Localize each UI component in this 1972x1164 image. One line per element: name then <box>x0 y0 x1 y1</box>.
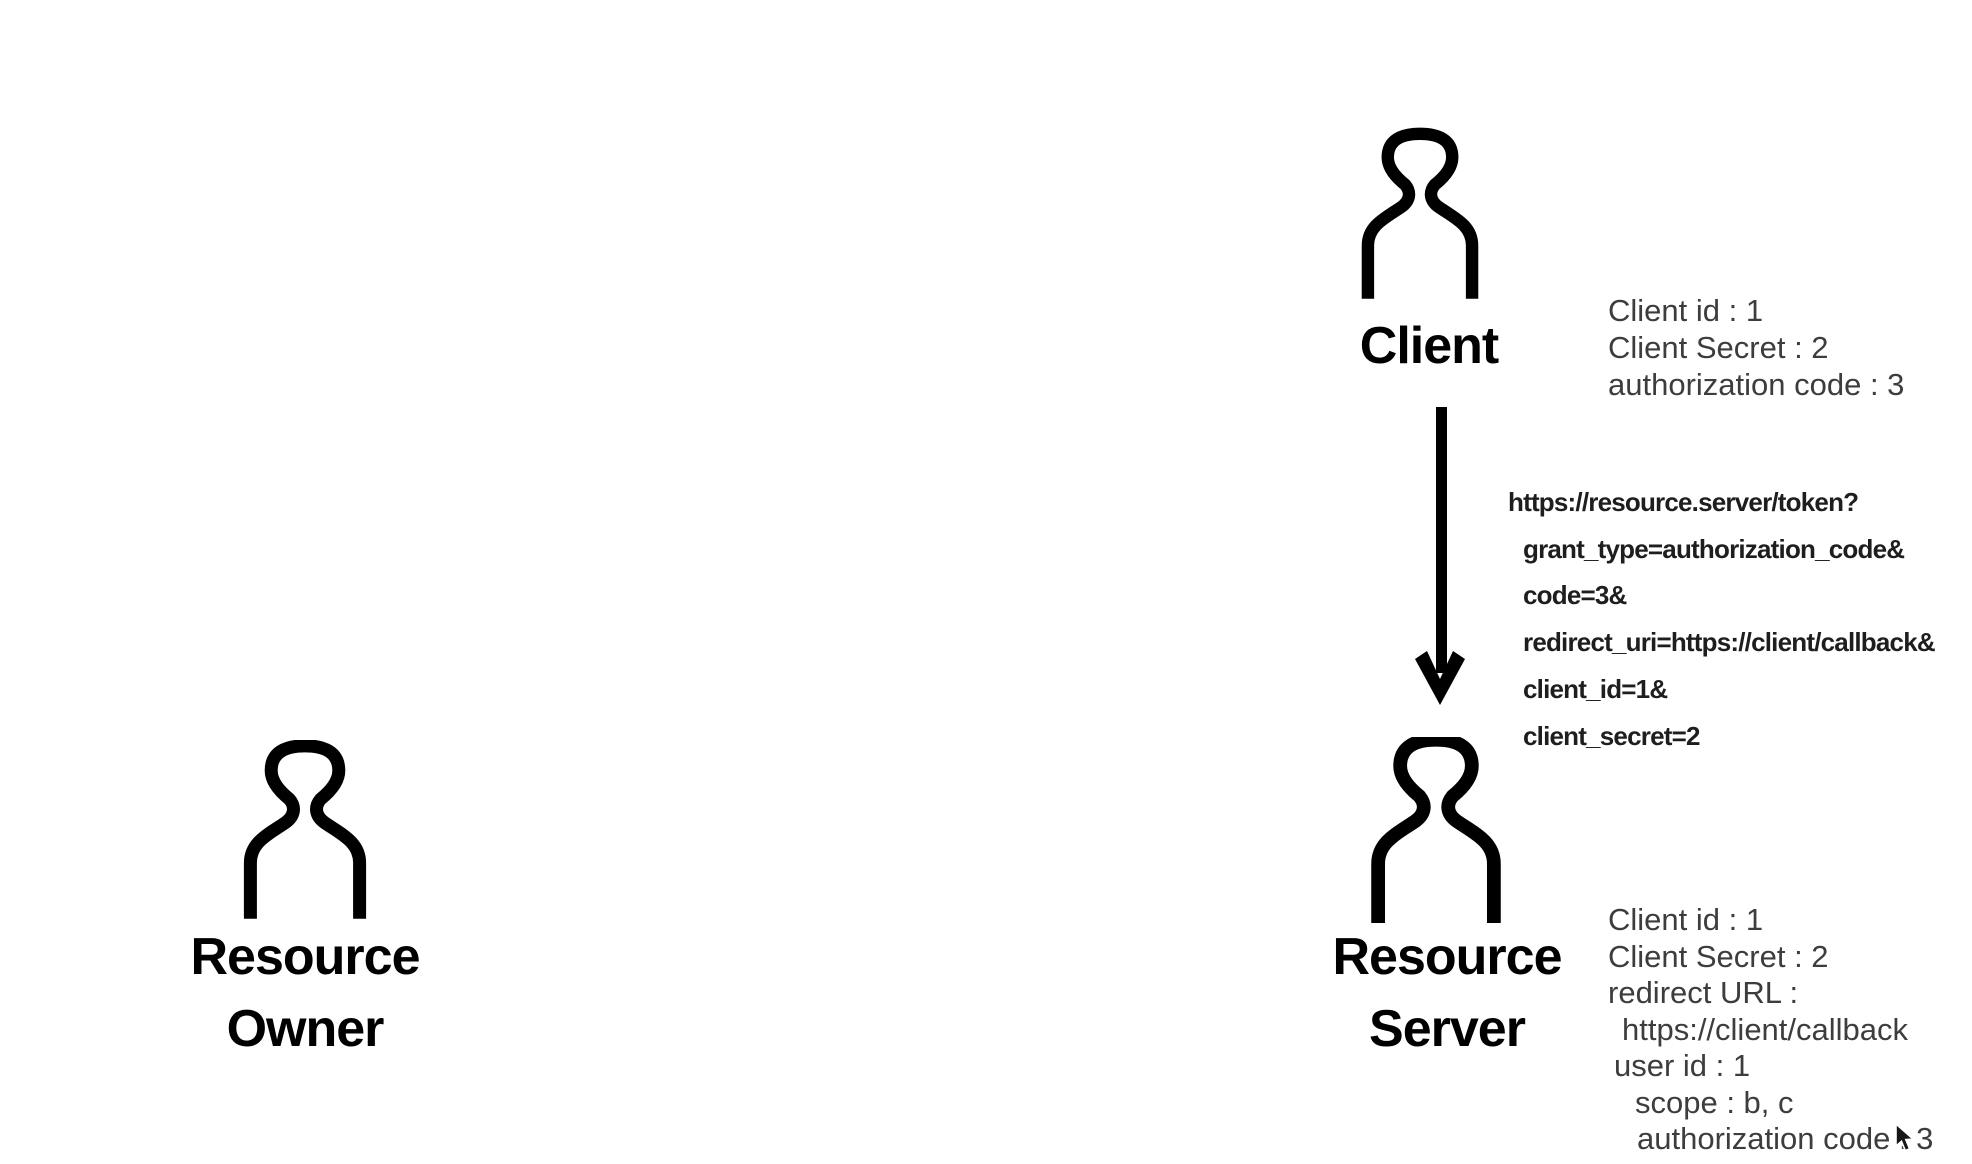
resource-server-label-line1: Resource <box>1332 928 1563 986</box>
resource-owner-label-line1: Resource <box>190 928 421 986</box>
resource-server-records: Client id : 1 Client Secret : 2 redirect… <box>1608 902 1933 1158</box>
request-line-code: code=3& <box>1523 580 1627 611</box>
request-line-client-id: client_id=1& <box>1523 673 1668 704</box>
client-secret-text: Client Secret : 2 <box>1608 330 1829 365</box>
resource-server-label-line2: Server <box>1369 1000 1526 1058</box>
resource-owner-person-icon <box>240 740 370 922</box>
resource-server-label: Resource Server <box>1297 921 1597 1065</box>
mouse-cursor-icon <box>1893 1122 1919 1159</box>
client-label: Client <box>1359 317 1499 375</box>
resource-owner-label-line2: Owner <box>226 1000 385 1058</box>
client-person-icon <box>1358 121 1482 309</box>
resource-server-person-icon <box>1367 737 1505 923</box>
resource-owner-label: Resource Owner <box>155 921 455 1065</box>
request-line-client-secret: client_secret=2 <box>1523 720 1700 751</box>
rs-client-id-text: Client id : 1 <box>1608 902 1764 937</box>
request-line-url: https://resource.server/token? <box>1508 487 1859 517</box>
client-auth-code-text: authorization code : 3 <box>1608 367 1905 402</box>
rs-client-secret-text: Client Secret : 2 <box>1608 938 1829 974</box>
down-arrow-icon <box>1413 407 1467 712</box>
rs-scope-text: scope : b, c <box>1635 1084 1794 1120</box>
request-line-grant-type: grant_type=authorization_code& <box>1523 533 1905 564</box>
request-line-redirect-uri: redirect_uri=https://client/callback& <box>1523 627 1936 658</box>
rs-redirect-url-label: redirect URL : <box>1608 975 1799 1010</box>
rs-redirect-url-value: https://client/callback <box>1622 1011 1909 1047</box>
token-request-url: https://resource.server/token? grant_typ… <box>1508 479 1936 759</box>
rs-auth-code-text: authorization code : 3 <box>1637 1121 1934 1156</box>
client-id-text: Client id : 1 <box>1608 293 1764 328</box>
client-credentials: Client id : 1 Client Secret : 2 authoriz… <box>1608 292 1904 403</box>
rs-user-id-text: user id : 1 <box>1614 1048 1751 1083</box>
